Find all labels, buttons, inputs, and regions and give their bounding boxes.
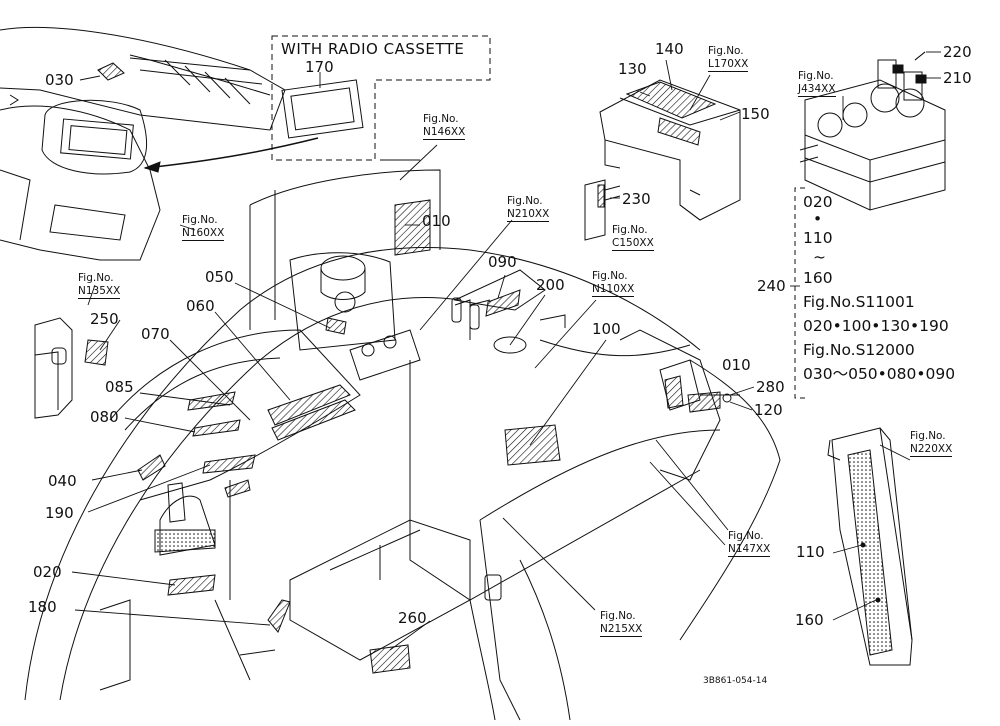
part-label-010-upper: 010 — [422, 212, 451, 230]
fig-ref-n147: Fig.No.N147XX — [728, 530, 771, 558]
part-label-240: 240 — [757, 277, 786, 295]
note-line: 020•100•130•190 — [803, 317, 949, 335]
fig-ref-j434: Fig.No.J434XX — [798, 70, 836, 98]
fig-ref-n220: Fig.No.N220XX — [910, 430, 953, 458]
fig-ref-l170: Fig.No.L170XX — [708, 45, 749, 73]
part-label-050: 050 — [205, 268, 234, 286]
valve-assembly — [799, 59, 946, 211]
cover-box — [599, 79, 741, 221]
dashboard — [109, 329, 361, 556]
part-label-090: 090 — [488, 253, 517, 271]
part-label-210: 210 — [943, 69, 972, 87]
note-line: 030～050•080•090 — [803, 365, 956, 383]
radio-cassette-box — [143, 35, 491, 173]
fig-ref-n215: Fig.No.N215XX — [600, 610, 643, 638]
part-label-030: 030 — [45, 71, 74, 89]
part-label-260: 260 — [398, 609, 427, 627]
leader-lines — [71, 51, 941, 651]
part-label-230: 230 — [622, 190, 651, 208]
fig-ref-c150: Fig.No.C150XX — [612, 224, 654, 252]
cab-floor — [99, 480, 471, 691]
note-line: 160 — [803, 269, 833, 287]
part-label-280: 280 — [756, 378, 785, 396]
cab-body — [24, 169, 781, 721]
radio-cassette-banner: WITH RADIO CASSETTE — [281, 40, 465, 58]
handle-part — [34, 317, 109, 419]
note-240-list: 020 • 110 ~ 160 Fig.No.S11001 020•100•13… — [803, 190, 955, 386]
fig-ref-n210: Fig.No.N210XX — [507, 195, 550, 223]
note-line: • — [813, 210, 823, 228]
note-line: Fig.No.S11001 — [803, 293, 915, 311]
part-label-150: 150 — [741, 105, 770, 123]
part-label-040: 040 — [48, 472, 77, 490]
hood-panel — [0, 26, 286, 261]
part-label-160: 160 — [795, 611, 824, 629]
fig-ref-n146: Fig.No.N146XX — [423, 113, 466, 141]
part-label-200: 200 — [536, 276, 565, 294]
drawing-code: 3B861-054-14 — [703, 676, 768, 686]
part-label-010-lower: 010 — [722, 356, 751, 374]
part-label-085: 085 — [105, 378, 134, 396]
part-label-190: 190 — [45, 504, 74, 522]
part-label-220: 220 — [943, 43, 972, 61]
part-label-120: 120 — [754, 401, 783, 419]
part-label-180: 180 — [28, 598, 57, 616]
note-line: ~ — [813, 248, 826, 266]
part-label-250: 250 — [90, 310, 119, 328]
part-label-070: 070 — [141, 325, 170, 343]
part-label-140: 140 — [655, 40, 684, 58]
part-label-130: 130 — [618, 60, 647, 78]
part-label-020: 020 — [33, 563, 62, 581]
fig-ref-n135: Fig.No.N135XX — [78, 272, 121, 300]
part-label-100: 100 — [592, 320, 621, 338]
pillar-part — [827, 427, 913, 666]
fig-ref-n160: Fig.No.N160XX — [182, 214, 225, 242]
note-line: Fig.No.S12000 — [803, 341, 915, 359]
note-bracket — [794, 187, 805, 399]
note-line: 110 — [803, 229, 833, 247]
part-label-170: 170 — [305, 58, 334, 76]
part-label-110: 110 — [796, 543, 825, 561]
fig-ref-n110: Fig.No.N110XX — [592, 270, 635, 298]
part-label-080: 080 — [90, 408, 119, 426]
note-line: 020 — [803, 193, 833, 211]
part-label-060: 060 — [186, 297, 215, 315]
